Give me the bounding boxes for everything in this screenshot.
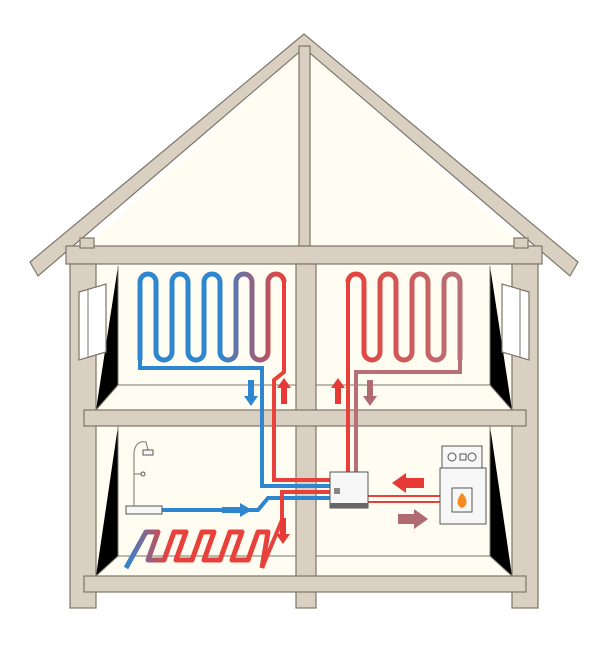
window-icon [501,283,530,361]
shower-icon [125,441,163,515]
radiator-icon [137,271,287,363]
boiler-icon [439,445,487,525]
flame-icon [457,493,467,508]
underfloor-heating-coil [123,529,271,570]
radiator-icon [345,271,463,363]
flow-arrows [222,378,428,544]
distribution-manifold-icon [329,471,369,509]
window-icon [78,283,107,361]
supply-pipes [138,282,462,569]
